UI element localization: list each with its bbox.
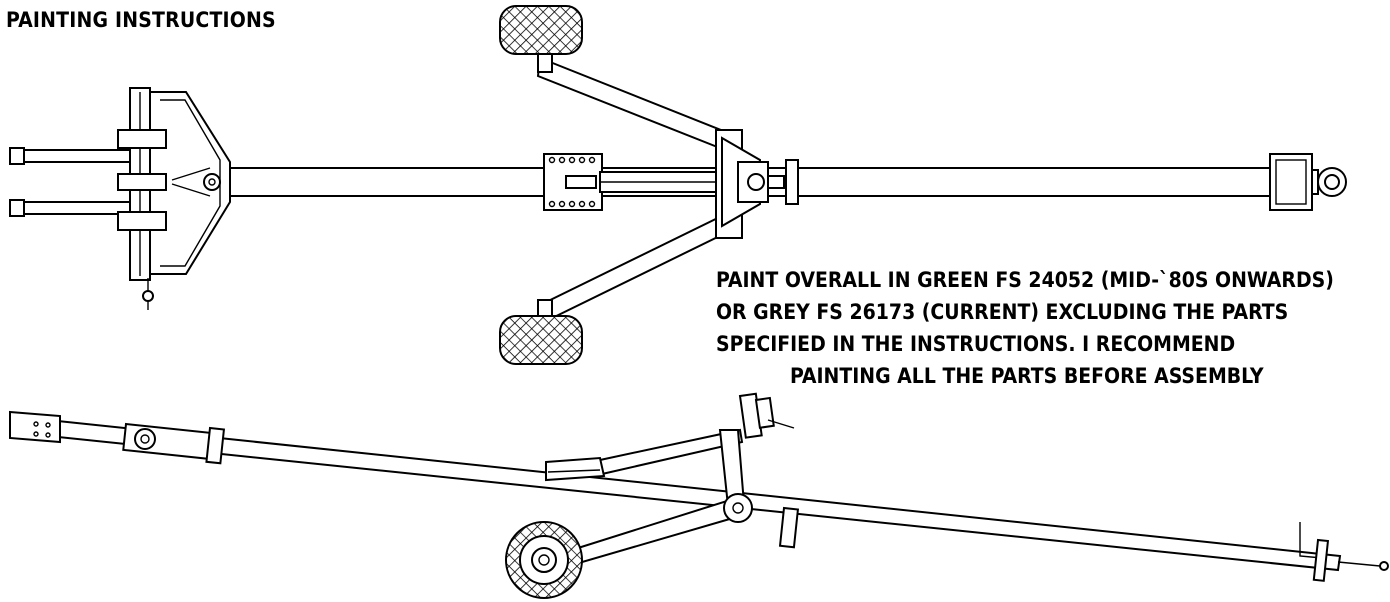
strut-bottom	[536, 210, 738, 326]
side-beam	[9, 410, 1342, 572]
wheel-top	[499, 5, 583, 55]
note-line-3: SPECIFIED IN THE INSTRUCTIONS. I RECOMME…	[716, 332, 1236, 356]
side-wheel-leg	[538, 429, 753, 574]
side-wheel	[505, 521, 583, 599]
top-view	[9, 5, 1347, 365]
note-line-2: OR GREY FS 26173 (CURRENT) EXCLUDING THE…	[716, 300, 1289, 324]
jack-assembly	[543, 129, 799, 239]
fork-head	[9, 87, 231, 310]
strut-top	[536, 51, 738, 154]
side-pin-end	[1299, 522, 1389, 582]
note-line-1: PAINT OVERALL IN GREEN FS 24052 (MID-`80…	[716, 268, 1334, 292]
side-handle	[545, 392, 795, 482]
lunette-end	[1269, 153, 1347, 211]
side-view	[9, 392, 1389, 599]
wheel-bottom	[499, 315, 583, 365]
page-title: PAINTING INSTRUCTIONS	[6, 8, 276, 32]
painting-note: PAINT OVERALL IN GREEN FS 24052 (MID-`80…	[716, 264, 1376, 392]
note-line-4: PAINTING ALL THE PARTS BEFORE ASSEMBLY	[790, 364, 1264, 388]
